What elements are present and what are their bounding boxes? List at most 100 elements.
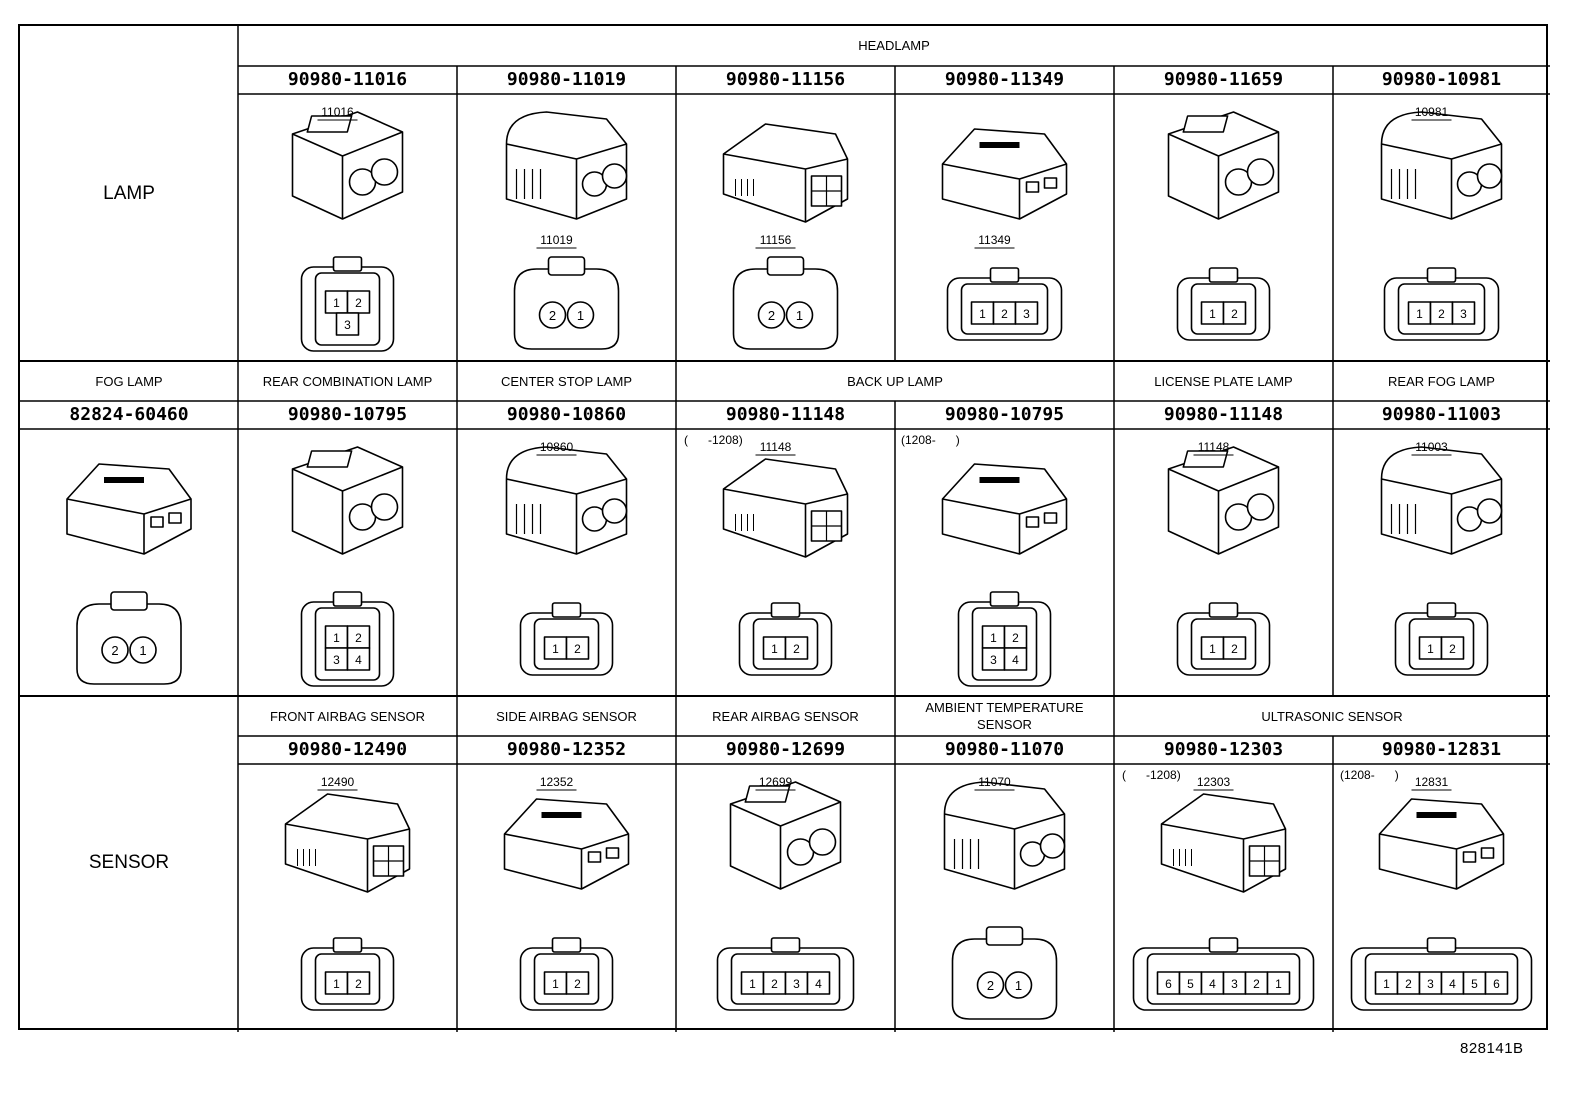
connector-code-label: 12352 (540, 775, 574, 789)
connector-isometric-view (505, 111, 628, 220)
pin-number: 2 (574, 642, 581, 656)
connector-isometric-view (291, 111, 404, 220)
part-number: 90980-10860 (506, 404, 627, 425)
pin-cavity (784, 636, 809, 660)
category-label: FOG LAMP (95, 374, 163, 389)
connector-code-label: 12831 (1415, 775, 1449, 789)
pin-number: 3 (1023, 307, 1030, 321)
pin-number: 1 (1416, 307, 1423, 321)
pin-number: 3 (1460, 307, 1467, 321)
part-number: 90980-11148 (1163, 404, 1284, 425)
pin-number: 1 (1209, 642, 1216, 656)
pin-number: 1 (1427, 642, 1434, 656)
pin-number: 4 (1012, 653, 1019, 667)
pin-number: 2 (1405, 977, 1412, 991)
pin-number: 2 (111, 643, 118, 658)
pin-cavity (1004, 971, 1033, 999)
category-label: BACK UP LAMP (847, 374, 943, 389)
pin-number: 1 (333, 296, 340, 310)
pin-number: 2 (793, 642, 800, 656)
category-label: ULTRASONIC SENSOR (1261, 709, 1403, 724)
pin-cavity (1222, 301, 1247, 325)
connector-code-label: 11003 (1415, 440, 1448, 454)
pin-cavity (565, 971, 590, 995)
pin-number: 1 (796, 308, 803, 323)
pin-cavity (346, 971, 371, 995)
pin-number: 1 (577, 308, 584, 323)
pin-cavity (1440, 636, 1465, 660)
pin-cavity (565, 636, 590, 660)
date-range-note: (1208- ) (1340, 768, 1399, 782)
pin-number: 4 (1449, 977, 1456, 991)
part-number: 90980-11156 (725, 69, 846, 90)
pin-number: 5 (1471, 977, 1478, 991)
pin-number: 4 (355, 653, 362, 667)
pin-number: 2 (549, 308, 556, 323)
pin-number: 1 (1015, 978, 1022, 993)
pin-number: 2 (1253, 977, 1260, 991)
category-label: SIDE AIRBAG SENSOR (496, 709, 637, 724)
connector-code-label: 12303 (1197, 775, 1231, 789)
pin-cavity (1451, 301, 1476, 325)
connector-drawing: 11156 2 1 (676, 94, 895, 361)
part-number: 90980-12303 (1163, 739, 1284, 760)
connector-isometric-view (1380, 446, 1503, 555)
part-number: 90980-10981 (1381, 69, 1502, 90)
pin-number: 3 (1231, 977, 1238, 991)
connector-code-label: 10860 (540, 440, 574, 454)
pin-number: 1 (1383, 977, 1390, 991)
pin-cavity (1266, 971, 1291, 995)
category-label-line2: SENSOR (977, 717, 1032, 732)
category-label: REAR FOG LAMP (1388, 374, 1495, 389)
category-label: LICENSE PLATE LAMP (1154, 374, 1293, 389)
connector-isometric-view (1167, 111, 1280, 220)
part-number: 90980-11016 (287, 69, 408, 90)
pin-cavity (1003, 647, 1028, 671)
connector-code-label: 10981 (1415, 105, 1449, 119)
pin-number: 1 (1275, 977, 1282, 991)
connector-code-label: 11156 (760, 233, 792, 247)
pin-number: 2 (355, 977, 362, 991)
connector-isometric-view (1167, 446, 1280, 555)
pin-number: 1 (552, 977, 559, 991)
pin-number: 2 (355, 296, 362, 310)
pin-number: 2 (768, 308, 775, 323)
group-title-headlamp: HEADLAMP (858, 38, 930, 53)
pin-number: 3 (1427, 977, 1434, 991)
part-number: 90980-11003 (1381, 404, 1502, 425)
connector-code-label: 11016 (321, 105, 354, 119)
pin-cavity (1484, 971, 1509, 995)
connector-isometric-view (291, 446, 404, 555)
part-number: 90980-11019 (506, 69, 627, 90)
pin-number: 2 (1001, 307, 1008, 321)
connector-isometric-view (66, 463, 192, 555)
pin-cavity (538, 301, 567, 329)
